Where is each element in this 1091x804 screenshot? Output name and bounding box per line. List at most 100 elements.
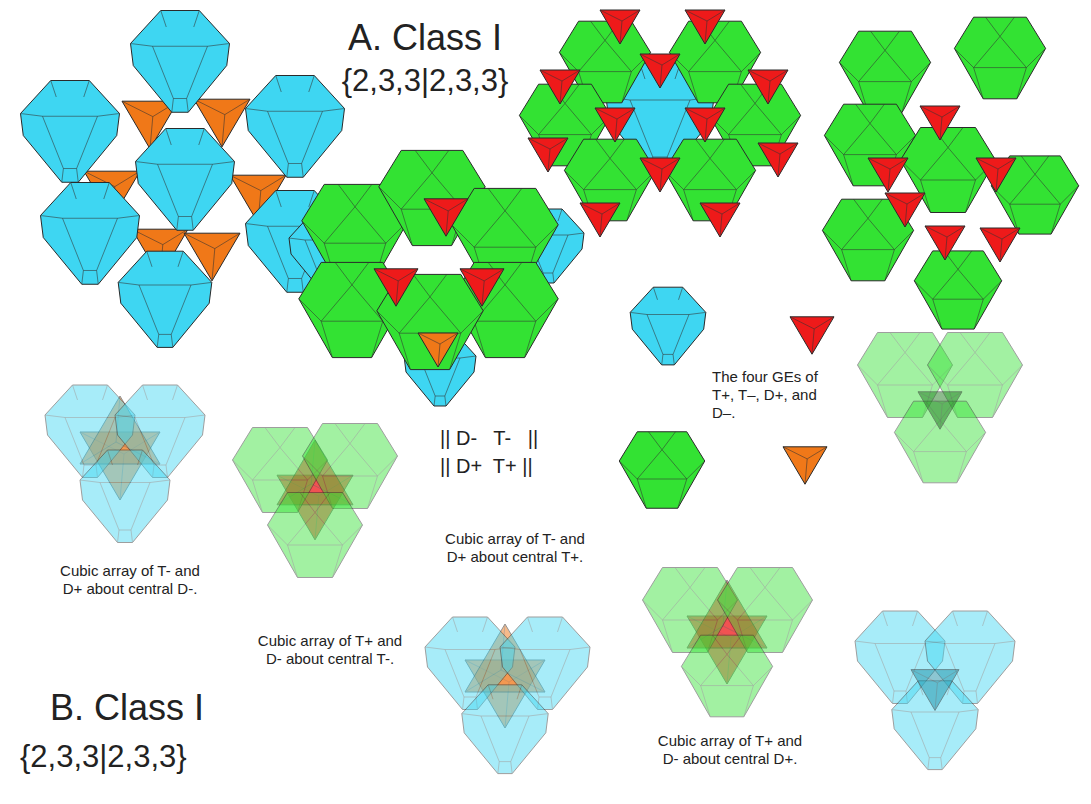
tetrahedron xyxy=(980,228,1020,262)
edge-lines xyxy=(980,228,1020,262)
edge-lines xyxy=(131,10,230,112)
tetrahedron xyxy=(783,447,827,484)
edge-lines xyxy=(540,70,580,104)
face-outline xyxy=(528,138,568,172)
truncated-tetrahedron xyxy=(824,104,915,186)
edge-lines xyxy=(700,203,740,237)
face-outline xyxy=(374,269,418,306)
caption-note: Cubic array of T- and D+ about central T… xyxy=(440,530,590,566)
truncated-tetrahedron xyxy=(839,31,930,113)
tetrahedron xyxy=(418,333,458,367)
face-outline xyxy=(418,333,458,367)
face-outline xyxy=(700,203,740,237)
matrix-row: || D- T- || xyxy=(440,426,570,450)
edge-lines xyxy=(925,226,965,260)
face-outline xyxy=(783,447,827,484)
face-outline xyxy=(540,70,580,104)
edge-lines xyxy=(600,10,640,44)
face-outline xyxy=(424,199,468,236)
face-outline xyxy=(20,81,119,183)
tetrahedron xyxy=(640,54,680,88)
tetrahedron xyxy=(374,269,418,306)
edge-lines xyxy=(783,447,827,484)
tetrahedron xyxy=(685,108,725,142)
edge-lines xyxy=(136,129,235,231)
face-outline xyxy=(885,193,925,227)
face-outline xyxy=(600,10,640,44)
edge-lines xyxy=(681,635,772,717)
face-outline xyxy=(824,104,915,186)
edge-lines xyxy=(246,76,345,178)
face-outline xyxy=(640,158,680,192)
face-outline xyxy=(80,450,170,543)
edge-lines xyxy=(758,143,798,177)
edge-lines xyxy=(460,269,504,306)
edge-lines xyxy=(528,138,568,172)
truncated-tetrahedron xyxy=(268,493,363,578)
truncated-tetrahedron xyxy=(681,635,772,717)
face-outline xyxy=(868,158,908,192)
truncated-tetrahedron xyxy=(20,81,119,183)
edge-lines xyxy=(424,199,468,236)
truncated-tetrahedron xyxy=(118,251,212,347)
truncated-tetrahedron xyxy=(131,10,230,112)
edge-lines xyxy=(790,317,834,354)
face-outline xyxy=(954,17,1045,99)
face-outline xyxy=(40,183,139,285)
legend-note: The four GEs of T+, T–, D+, and D–. xyxy=(712,368,824,422)
face-outline xyxy=(640,54,680,88)
tetrahedron xyxy=(424,199,468,236)
edge-lines xyxy=(580,203,620,237)
tetrahedron xyxy=(700,203,740,237)
truncated-tetrahedron xyxy=(136,129,235,231)
section-title: B. Class I xyxy=(50,686,290,729)
face-outline xyxy=(748,70,788,104)
face-outline xyxy=(246,76,345,178)
face-outline xyxy=(268,493,363,578)
tetrahedron xyxy=(758,143,798,177)
face-outline xyxy=(914,251,1001,329)
face-outline xyxy=(911,670,959,711)
truncated-tetrahedron xyxy=(954,17,1045,99)
edge-lines xyxy=(418,333,458,367)
edge-lines xyxy=(40,183,139,285)
tetrahedron xyxy=(595,108,635,142)
caption-note: Cubic array of T+ and D- about central D… xyxy=(655,732,805,768)
edge-lines xyxy=(619,432,705,509)
face-outline xyxy=(925,226,965,260)
edge-lines xyxy=(685,108,725,142)
face-outline xyxy=(790,317,834,354)
truncated-tetrahedron xyxy=(246,76,345,178)
face-outline xyxy=(619,432,705,509)
edge-lines xyxy=(118,251,212,347)
face-outline xyxy=(595,108,635,142)
tetrahedron xyxy=(460,269,504,306)
edge-lines xyxy=(374,269,418,306)
truncated-tetrahedron xyxy=(40,183,139,285)
tetrahedron xyxy=(640,158,680,192)
face-outline xyxy=(136,129,235,231)
face-outline xyxy=(980,228,1020,262)
face-outline xyxy=(460,269,504,306)
edge-lines xyxy=(885,193,925,227)
edge-lines xyxy=(595,108,635,142)
face-outline xyxy=(918,392,962,429)
section-title: A. Class I xyxy=(315,16,535,59)
edge-lines xyxy=(954,17,1045,99)
tetrahedron xyxy=(580,203,620,237)
truncated-tetrahedron xyxy=(619,432,705,509)
caption-note: Cubic array of T+ and D- about central T… xyxy=(255,632,405,668)
face-outline xyxy=(462,685,548,774)
tetrahedron xyxy=(790,317,834,354)
caption-note: Cubic array of T- and D+ about central D… xyxy=(55,562,205,598)
face-outline xyxy=(685,10,725,44)
tetrahedron xyxy=(885,193,925,227)
edge-lines xyxy=(462,685,548,774)
tetrahedron xyxy=(911,670,959,711)
face-outline xyxy=(758,143,798,177)
truncated-tetrahedron xyxy=(462,685,548,774)
tetrahedron xyxy=(685,10,725,44)
edge-lines xyxy=(920,106,960,140)
truncated-tetrahedron xyxy=(914,251,1001,329)
